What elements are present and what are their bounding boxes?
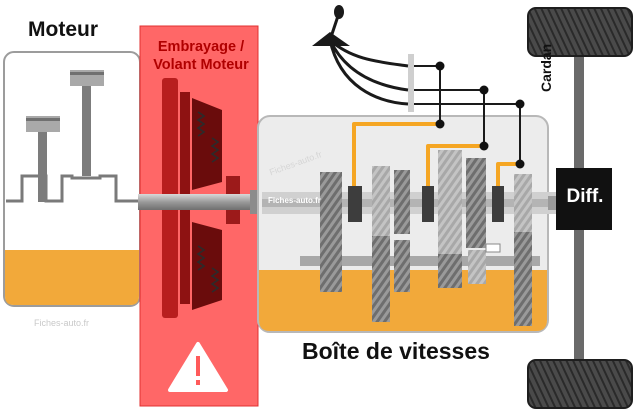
differential-box — [556, 168, 612, 230]
shaft-watermark: Fiches-auto.fr — [268, 196, 321, 205]
synchro-sleeves — [348, 186, 504, 222]
warning-triangle-icon — [168, 342, 228, 392]
piston-left — [26, 116, 60, 202]
clutch-label: Embrayage / Volant Moteur — [138, 38, 264, 74]
piston-right — [70, 70, 104, 176]
differential-label: Diff. — [566, 186, 604, 207]
counter-shaft-gears — [320, 232, 532, 326]
main-shaft-gears — [320, 150, 532, 254]
gearbox-label: Boîte de vitesses — [302, 338, 490, 364]
main-shaft-core — [262, 199, 562, 207]
gear-lever-icon — [312, 5, 409, 106]
wheel-top — [527, 7, 633, 57]
driveshaft-label: Cardan — [538, 43, 554, 92]
counter-shaft — [300, 256, 540, 266]
gear-linkage — [408, 54, 525, 169]
wheel-bottom — [527, 359, 633, 409]
clutch-label-line2: Volant Moteur — [153, 57, 249, 73]
engine-block — [3, 51, 141, 307]
clutch-zone — [139, 25, 259, 407]
watermark: Fiches-auto.fr — [34, 318, 90, 328]
clutch-label-line1: Embrayage / — [157, 39, 245, 55]
selector-forks — [352, 122, 520, 186]
engine-label: Moteur — [28, 18, 98, 41]
